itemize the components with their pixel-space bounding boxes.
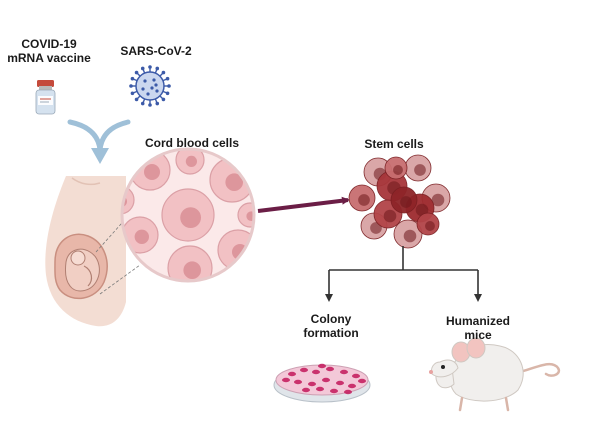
colony-label-line1: Colony bbox=[310, 312, 352, 326]
vaccine-label-line1: COVID-19 bbox=[21, 37, 77, 51]
branch-connector bbox=[325, 246, 482, 302]
mice-label-line1: Humanized bbox=[445, 314, 510, 328]
stem-cell-cluster-icon bbox=[348, 154, 451, 249]
colony-label-line2: formation bbox=[303, 326, 359, 340]
stem-cells-label: Stem cells bbox=[364, 137, 424, 151]
converging-arrow bbox=[67, 119, 131, 164]
vaccine-label: COVID-19 mRNA vaccine bbox=[2, 37, 96, 65]
main-arrow bbox=[257, 196, 350, 213]
colony-formation-label: Colony formation bbox=[292, 312, 370, 340]
petri-dish-icon bbox=[273, 363, 371, 403]
cord-blood-cells-icon bbox=[120, 147, 256, 283]
cord-blood-label: Cord blood cells bbox=[144, 136, 239, 150]
vaccine-vial-icon bbox=[35, 80, 56, 115]
mouse-icon bbox=[429, 337, 561, 412]
mice-label-line2: mice bbox=[464, 328, 492, 342]
virus-label: SARS-CoV-2 bbox=[120, 44, 192, 58]
coronavirus-particle-icon bbox=[129, 65, 171, 107]
humanized-mice-label: Humanized mice bbox=[434, 314, 522, 342]
pregnant-abdomen-icon bbox=[45, 176, 141, 327]
vaccine-label-line2: mRNA vaccine bbox=[7, 51, 91, 65]
